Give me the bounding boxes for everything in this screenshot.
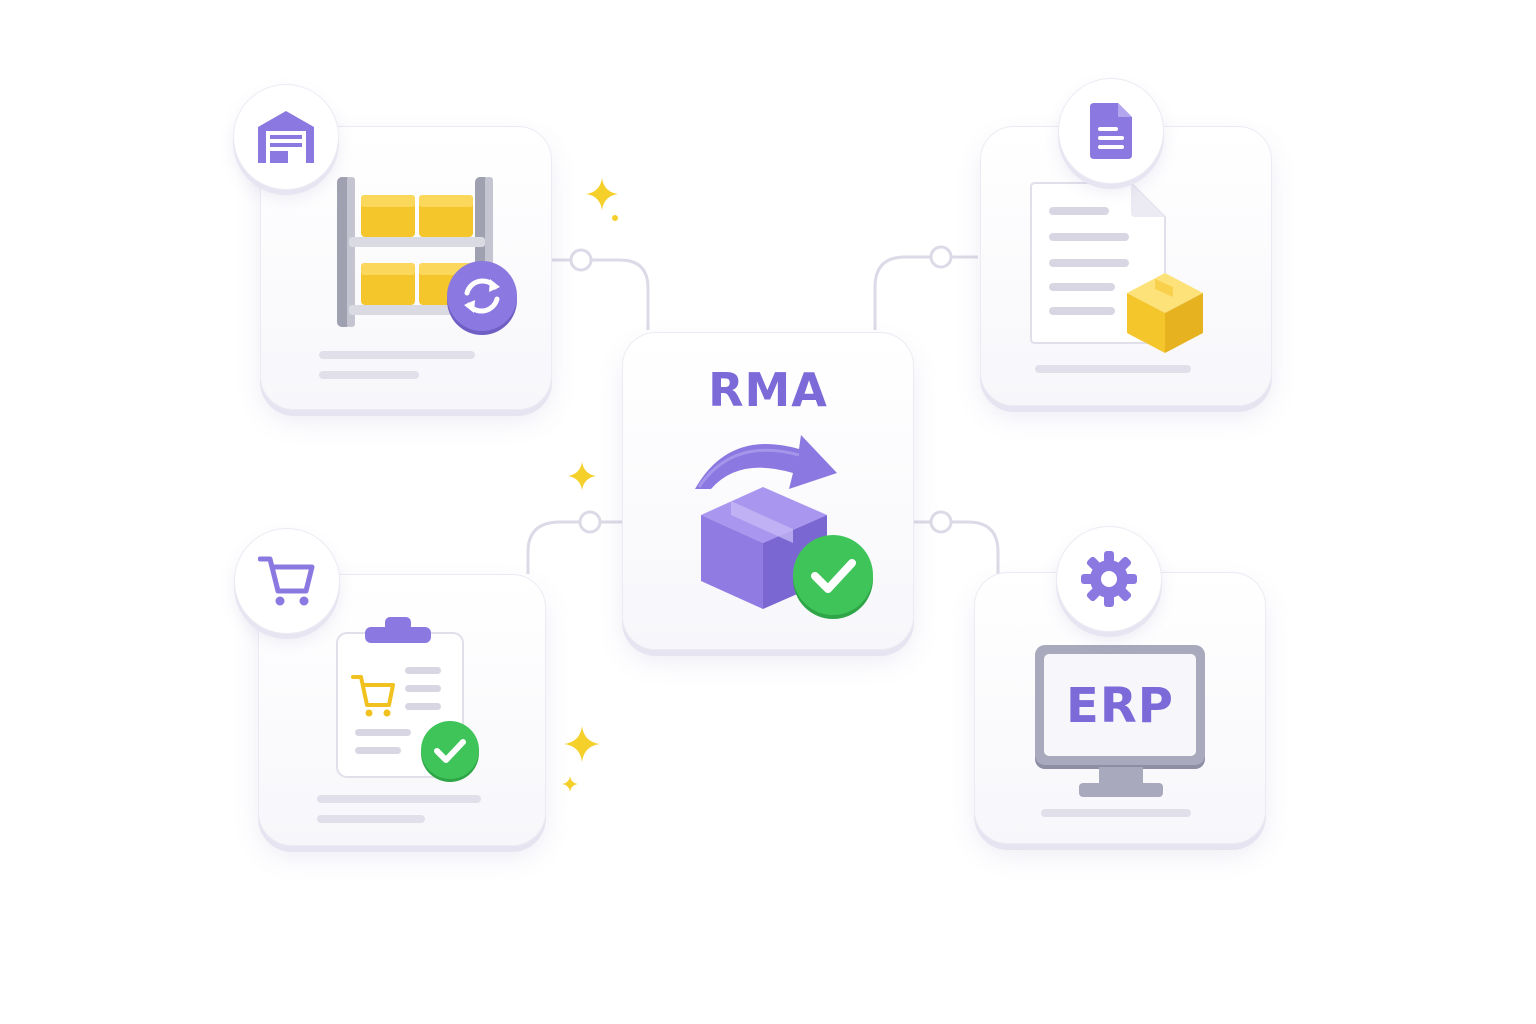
warehouse-icon <box>258 111 314 163</box>
erp-screen-label: ERP <box>1066 678 1174 734</box>
settings-badge <box>1056 526 1162 632</box>
shopping-cart-icon <box>258 556 315 606</box>
erp-monitor: ERP <box>1035 645 1205 797</box>
document-badge <box>1058 78 1164 184</box>
checkmark-icon <box>421 721 479 779</box>
return-arrow-icon <box>695 435 837 489</box>
document-icon <box>1090 103 1132 159</box>
sparkle-icon <box>568 462 596 490</box>
gear-icon <box>1081 551 1137 607</box>
checkmark-icon <box>793 535 873 615</box>
sparkle-icon <box>562 726 600 792</box>
document-illustration <box>1030 182 1203 353</box>
rma-title: RMA <box>708 363 828 417</box>
rma-card[interactable]: RMA <box>622 332 914 650</box>
sync-icon <box>447 261 517 331</box>
warehouse-badge <box>233 84 339 190</box>
erp-card[interactable]: ERP <box>974 572 1266 844</box>
sparkle-icon <box>586 178 618 221</box>
cart-badge <box>234 528 340 634</box>
warehouse-shelf-illustration <box>337 177 493 327</box>
